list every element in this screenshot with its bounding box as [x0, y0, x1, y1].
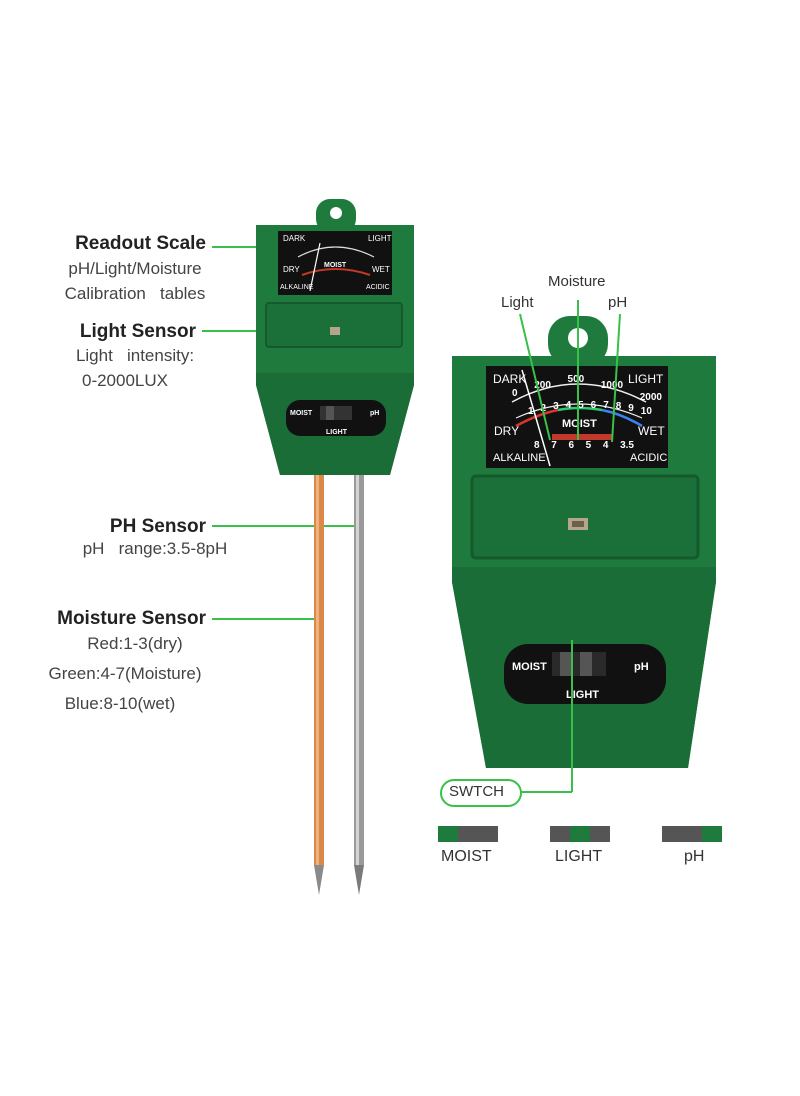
lux-tick: 500: [567, 374, 585, 385]
light-sensor-title: Light Sensor: [79, 321, 196, 342]
switch-callout-badge: [440, 779, 522, 807]
right-switch-ph: pH: [634, 661, 649, 673]
lux-tick: 1000: [600, 380, 624, 391]
left-switch-light: LIGHT: [326, 429, 347, 436]
left-meter-dark: DARK: [283, 234, 306, 243]
moist-tick: 6: [590, 400, 597, 411]
ph-sensor-line1: pH range:3.5-8pH: [82, 539, 228, 558]
switch-callout-label: SWTCH: [449, 783, 504, 800]
moist-tick: 3: [553, 401, 559, 412]
right-meter-dark: DARK: [493, 372, 527, 386]
readout-scale-line1: pH/Light/Moisture: [68, 259, 202, 278]
moisture-sensor-line1: Red:1-3(dry): [87, 634, 183, 653]
copper-probe-tip: [314, 865, 324, 895]
legend-moist-bar: [438, 826, 498, 842]
left-meter-light: LIGHT: [368, 234, 392, 243]
left-meter-alkaline: ALKALINE: [280, 284, 314, 291]
left-light-window: [265, 302, 403, 348]
ph-tick: 8: [534, 440, 540, 451]
ph-leader-line: [212, 525, 358, 527]
right-meter-alkaline: ALKALINE: [493, 452, 546, 464]
ph-tick: 3.5: [620, 440, 634, 451]
callout-light: Light: [501, 294, 534, 311]
callout-moisture: Moisture: [548, 273, 606, 290]
left-meter-acidic: ACIDIC: [366, 284, 390, 291]
steel-probe-tip: [354, 865, 364, 895]
readout-scale-title: Readout Scale: [75, 233, 206, 254]
legend-light-bar: [550, 826, 610, 842]
moist-tick: 5: [578, 400, 584, 411]
left-soil-meter: [256, 199, 414, 895]
light-sensor-line1: Light intensity:: [75, 346, 195, 365]
moist-tick: 8: [615, 401, 622, 412]
left-meter-moist: MOIST: [324, 262, 347, 269]
ph-sensor-title: PH Sensor: [109, 516, 206, 537]
lux-tick: 2000: [639, 392, 662, 403]
right-ph-ticks: 8 7 6 5 4 3.5: [534, 440, 634, 451]
moisture-sensor-line3: Blue:8-10(wet): [64, 694, 176, 713]
right-meter-acidic: ACIDIC: [630, 452, 668, 464]
ph-tick: 5: [585, 440, 592, 451]
callout-ph: pH: [608, 294, 628, 311]
moisture-sensor-line2: Green:4-7(Moisture): [48, 664, 202, 683]
right-meter-wet: WET: [638, 424, 665, 438]
lux-tick: 200: [534, 380, 551, 391]
right-switch-light: LIGHT: [566, 689, 599, 701]
ph-red-band: [552, 434, 612, 440]
moisture-sensor-title: Moisture Sensor: [57, 608, 206, 629]
left-meter-dry: DRY: [283, 265, 300, 274]
left-switch-moist: MOIST: [290, 410, 313, 417]
moist-tick: 10: [640, 406, 652, 417]
moist-tick: 4: [565, 400, 572, 411]
callout-leaders: [519, 300, 621, 793]
moist-red-arc: [515, 408, 559, 428]
left-switch-slider[interactable]: [320, 406, 352, 420]
moist-tick: 7: [603, 400, 609, 411]
left-meter-dial: [278, 231, 392, 295]
lux-tick: 0: [512, 388, 518, 399]
readout-scale-line2: Calibration tables: [64, 284, 206, 303]
legend-ph-label: pH: [684, 848, 705, 865]
right-lux-ticks: 0 200 500 1000 2000: [512, 374, 662, 403]
ph-tick: 6: [568, 440, 574, 451]
right-meter-dry: DRY: [494, 424, 520, 438]
legend-moist-label: MOIST: [441, 848, 492, 865]
legend-ph-bar: [662, 826, 722, 842]
moist-tick: 1: [528, 406, 534, 417]
right-meter-light: LIGHT: [628, 372, 664, 386]
right-light-window: [470, 474, 700, 560]
left-meter-wet: WET: [372, 265, 390, 274]
right-meter-moist: MOIST: [562, 418, 597, 430]
left-switch-ph: pH: [370, 410, 380, 417]
left-light-sensor-chip: [330, 327, 340, 335]
meter-needle: [521, 369, 551, 467]
legend-light-label: LIGHT: [555, 848, 603, 865]
right-switch-moist: MOIST: [512, 661, 547, 673]
moist-blue-arc: [601, 408, 643, 428]
moist-tick: 9: [628, 403, 634, 414]
light-sensor-line2: 0-2000LUX: [81, 371, 168, 390]
readout-leader-line: [212, 246, 280, 248]
ph-tick: 4: [602, 440, 609, 451]
ph-tick: 7: [551, 440, 557, 451]
moisture-leader-line: [212, 618, 318, 620]
